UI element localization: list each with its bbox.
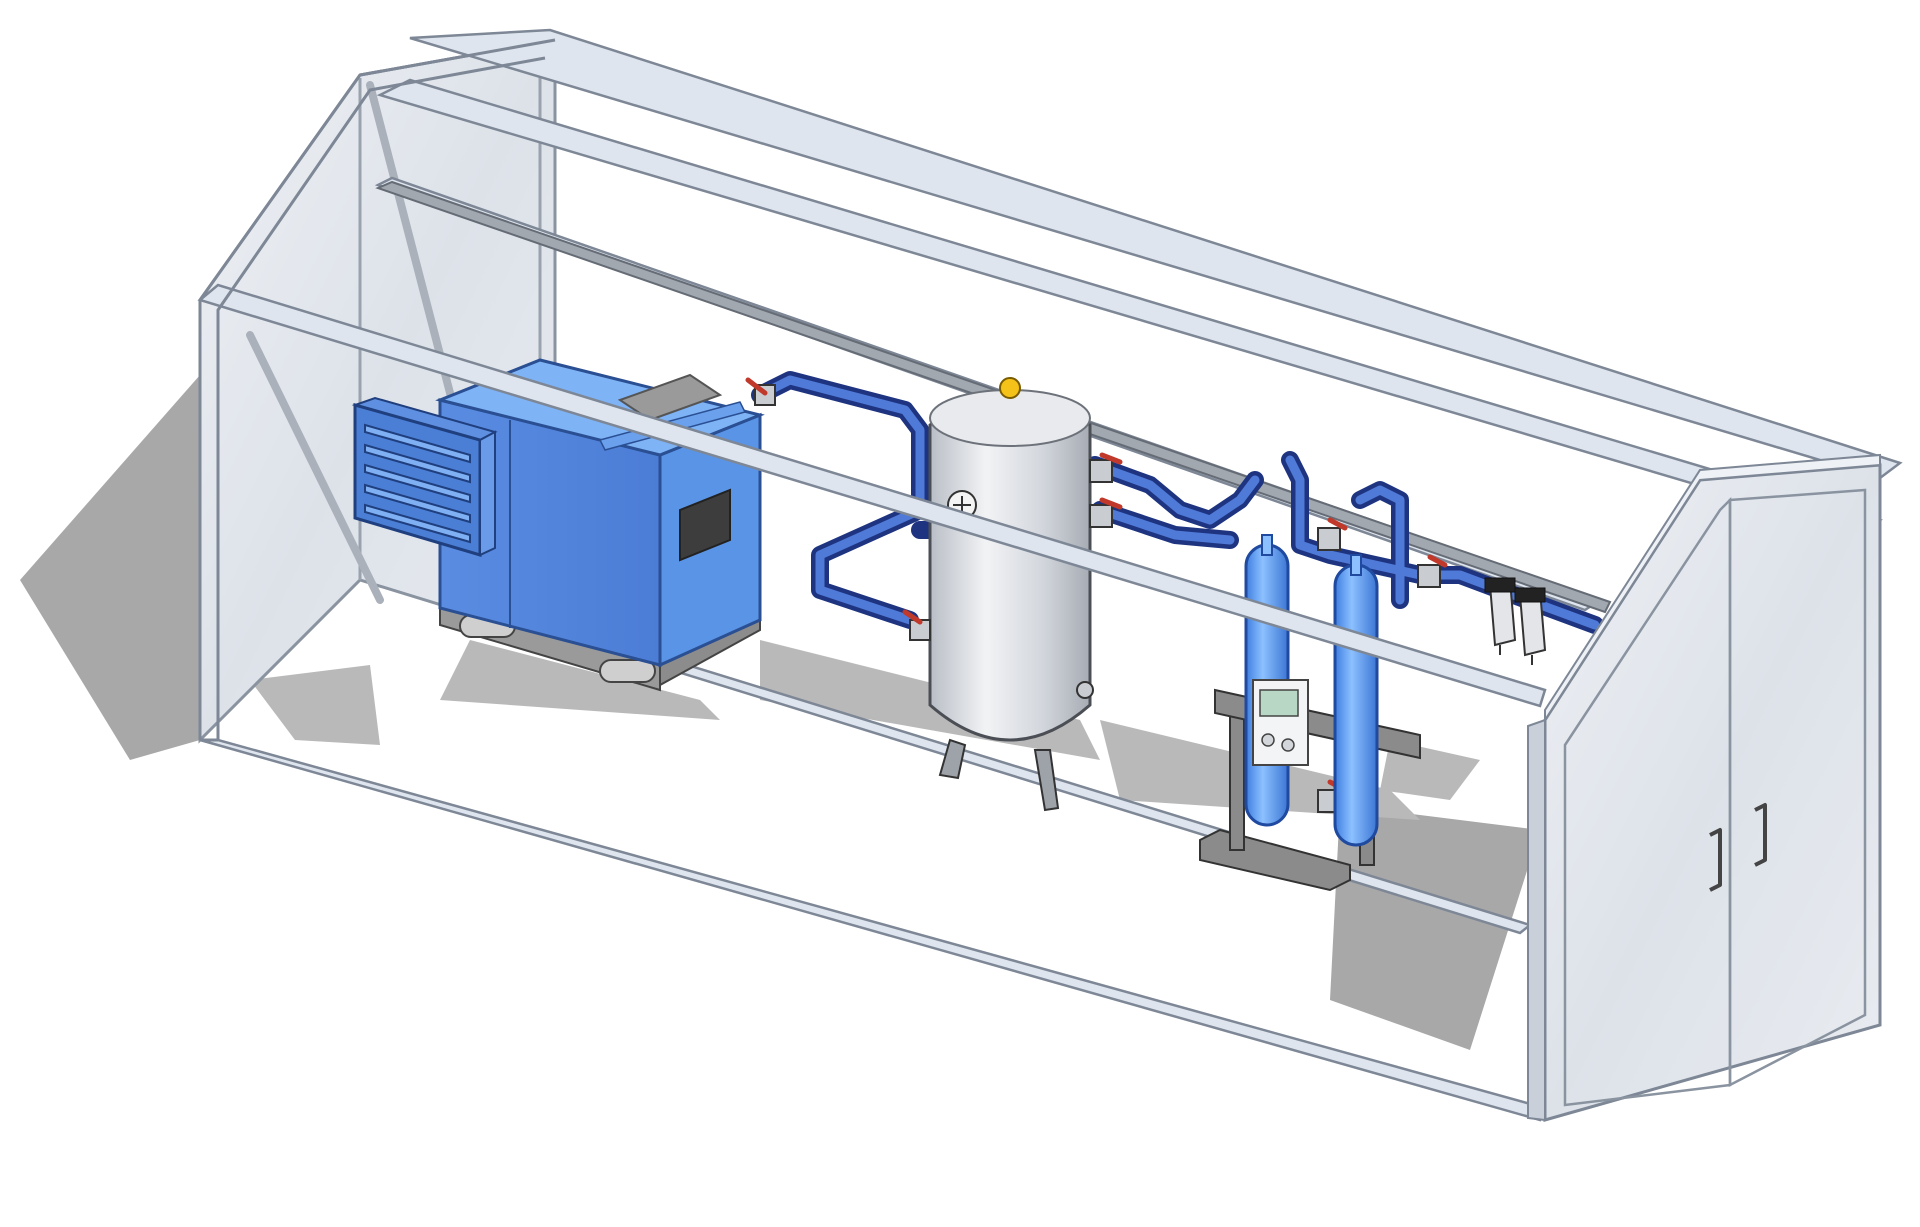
piping [751,371,1604,634]
line-filters [1484,577,1547,665]
end-doors [1563,488,1867,1107]
dryer-controller [1252,679,1309,766]
front-end-frame [198,38,556,742]
ball-valves [745,377,1448,813]
right-end-enclosure [1527,453,1882,1122]
floor-shadow [20,375,1540,1050]
air-receiver-tank [928,377,1094,812]
cooling-fan-grille [351,396,498,558]
